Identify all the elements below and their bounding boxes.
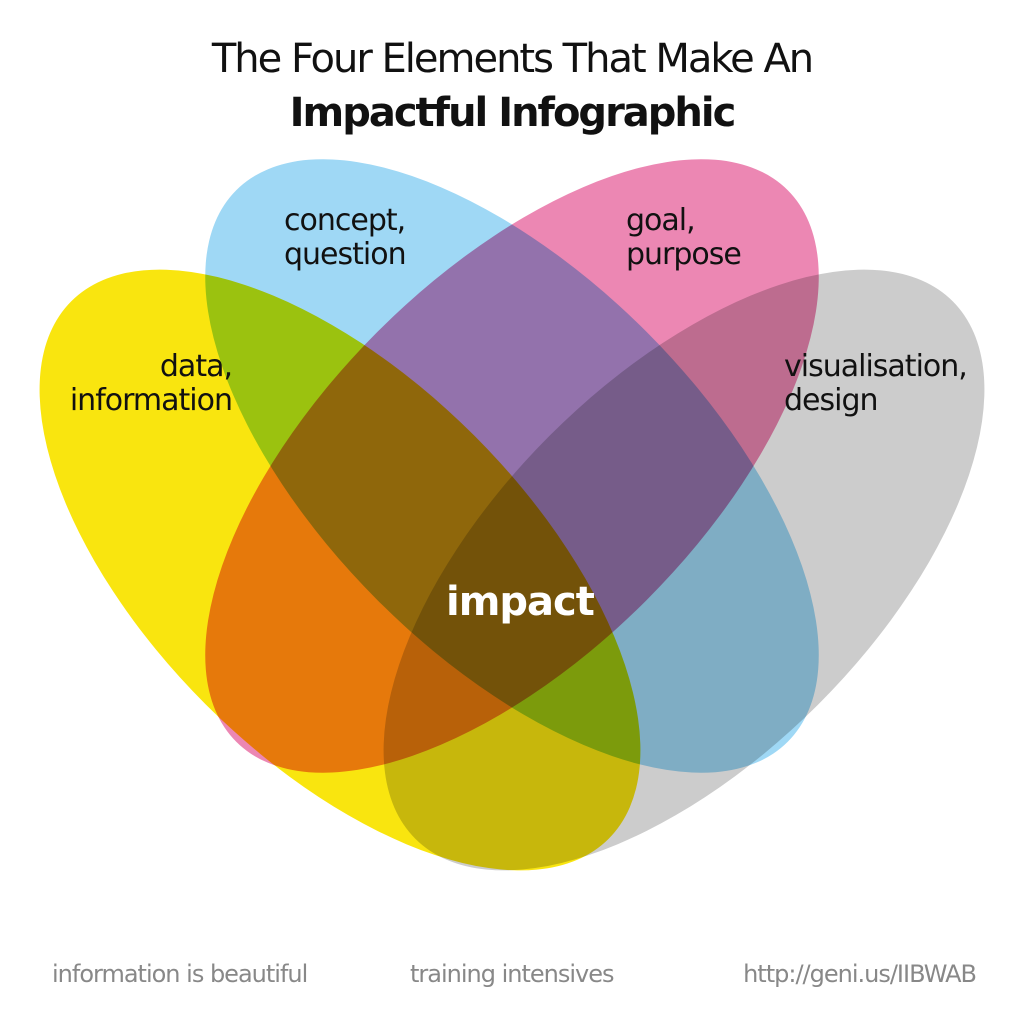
label-visualisation: visualisation, design	[784, 349, 968, 418]
label-visualisation-line1: visualisation,	[784, 349, 968, 384]
label-concept: concept, question	[284, 203, 407, 272]
title-line-2: Impactful Infographic	[289, 90, 737, 136]
label-impact: impact	[446, 579, 595, 625]
footer-training: training intensives	[410, 960, 615, 988]
label-goal-line1: goal,	[626, 203, 696, 238]
label-data-line2: information	[69, 383, 233, 418]
label-data-line1: data,	[159, 349, 233, 384]
label-concept-line2: question	[284, 237, 407, 272]
title-line-1: The Four Elements That Make An	[211, 36, 814, 82]
label-goal: goal, purpose	[626, 203, 742, 272]
label-visualisation-line2: design	[784, 383, 879, 418]
footer-brand: information is beautiful	[52, 960, 308, 988]
label-goal-line2: purpose	[626, 237, 742, 272]
label-data: data, information	[69, 349, 233, 418]
ellipse-concept	[205, 159, 819, 773]
label-concept-line1: concept,	[284, 203, 406, 238]
footer-url[interactable]: http://geni.us/IIBWAB	[743, 960, 977, 988]
